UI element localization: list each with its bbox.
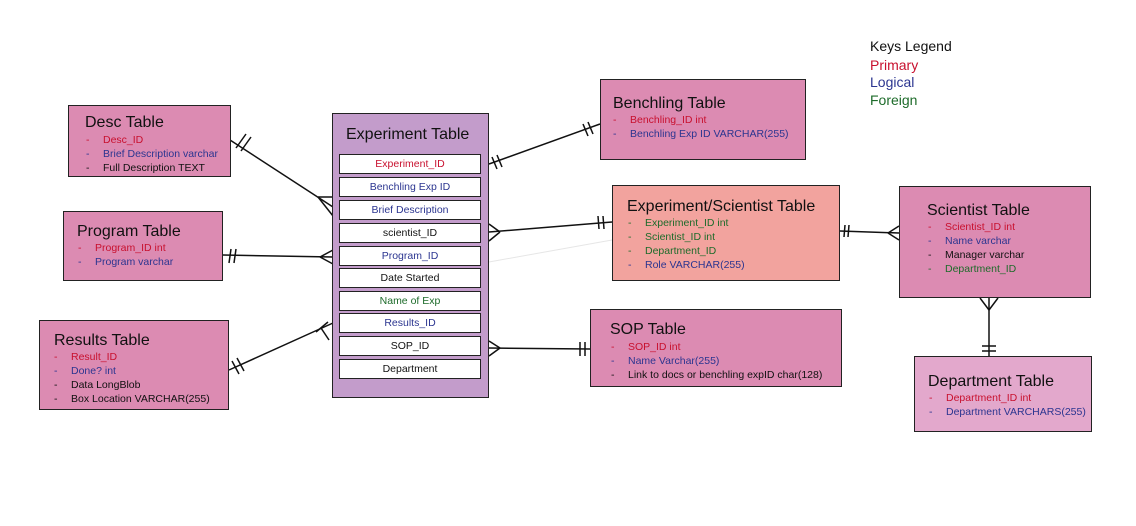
expsci-table-title: Experiment/Scientist Table: [627, 198, 816, 215]
expsci-field-department: Department_ID: [628, 244, 745, 258]
expsci-field-role: Role VARCHAR(255): [628, 258, 745, 272]
legend-foreign: Foreign: [870, 92, 918, 108]
experiment-row-name: Name of Exp: [339, 291, 481, 311]
scientist-department-link: [979, 297, 999, 356]
benchling-table: Benchling Table Benchling_ID int Benchli…: [600, 79, 806, 160]
scientist-field-department: Department_ID: [928, 262, 1024, 276]
experiment-row-date: Date Started: [339, 268, 481, 288]
results-field-box: Box Location VARCHAR(255): [54, 392, 210, 406]
desc-experiment-link: [229, 133, 334, 217]
department-field-id: Department_ID int: [929, 391, 1086, 405]
results-table: Results Table Result_ID Done? int Data L…: [39, 320, 229, 410]
results-field-done: Done? int: [54, 364, 210, 378]
benchling-field-id: Benchling_ID int: [613, 113, 789, 127]
sop-field-id: SOP_ID int: [611, 340, 822, 354]
experiment-row-results: Results_ID: [339, 313, 481, 333]
sop-field-link: Link to docs or benchling expID char(128…: [611, 368, 822, 382]
results-experiment-link: [228, 321, 334, 375]
desc-field-full: Full Description TEXT: [86, 161, 218, 175]
results-table-title: Results Table: [54, 332, 150, 349]
legend-primary: Primary: [870, 57, 919, 73]
scientist-table: Scientist Table Scientist_ID int Name va…: [899, 186, 1091, 298]
benchling-field-exp: Benchling Exp ID VARCHAR(255): [613, 127, 789, 141]
experiment-sop-link: [488, 340, 591, 357]
scientist-table-title: Scientist Table: [927, 202, 1030, 219]
sop-table-title: SOP Table: [610, 321, 686, 338]
experiment-row-id: Experiment_ID: [339, 154, 481, 174]
desc-field-brief: Brief Description varchar: [86, 147, 218, 161]
results-field-id: Result_ID: [54, 350, 210, 364]
department-table: Department Table Department_ID int Depar…: [914, 356, 1092, 432]
sop-table: SOP Table SOP_ID int Name Varchar(255) L…: [590, 309, 842, 387]
desc-field-id: Desc_ID: [86, 133, 218, 147]
results-field-data: Data LongBlob: [54, 378, 210, 392]
legend-logical: Logical: [870, 74, 915, 90]
experiment-row-program: Program_ID: [339, 246, 481, 266]
expsci-field-scientist: Scientist_ID int: [628, 230, 745, 244]
scientist-field-id: Scientist_ID int: [928, 220, 1024, 234]
expsci-scientist-link: [839, 224, 900, 241]
experiment-row-benchling: Benchling Exp ID: [339, 177, 481, 197]
desc-table-title: Desc Table: [85, 114, 164, 131]
department-field-name: Department VARCHARS(255): [929, 405, 1086, 419]
scientist-field-name: Name varchar: [928, 234, 1024, 248]
expsci-table: Experiment/Scientist Table Experiment_ID…: [612, 185, 840, 281]
expsci-field-experiment: Experiment_ID int: [628, 216, 745, 230]
program-experiment-link: [222, 248, 334, 265]
department-table-title: Department Table: [928, 373, 1054, 390]
benchling-table-title: Benchling Table: [613, 95, 726, 112]
experiment-row-brief: Brief Description: [339, 200, 481, 220]
experiment-table: Experiment Table Experiment_ID Benchling…: [332, 113, 489, 398]
experiment-row-scientist: scientist_ID: [339, 223, 481, 243]
experiment-row-sop: SOP_ID: [339, 336, 481, 356]
experiment-benchling-link: [488, 121, 601, 170]
scientist-field-manager: Manager varchar: [928, 248, 1024, 262]
experiment-table-title: Experiment Table: [346, 126, 470, 143]
experiment-expsci-link: [488, 215, 613, 242]
legend-title: Keys Legend: [870, 38, 952, 54]
program-field-id: Program_ID int: [78, 241, 173, 255]
sop-field-name: Name Varchar(255): [611, 354, 822, 368]
experiment-row-department: Department: [339, 359, 481, 379]
desc-table: Desc Table Desc_ID Brief Description var…: [68, 105, 231, 177]
program-field-name: Program varchar: [78, 255, 173, 269]
program-table-title: Program Table: [77, 223, 181, 240]
program-table: Program Table Program_ID int Program var…: [63, 211, 223, 281]
